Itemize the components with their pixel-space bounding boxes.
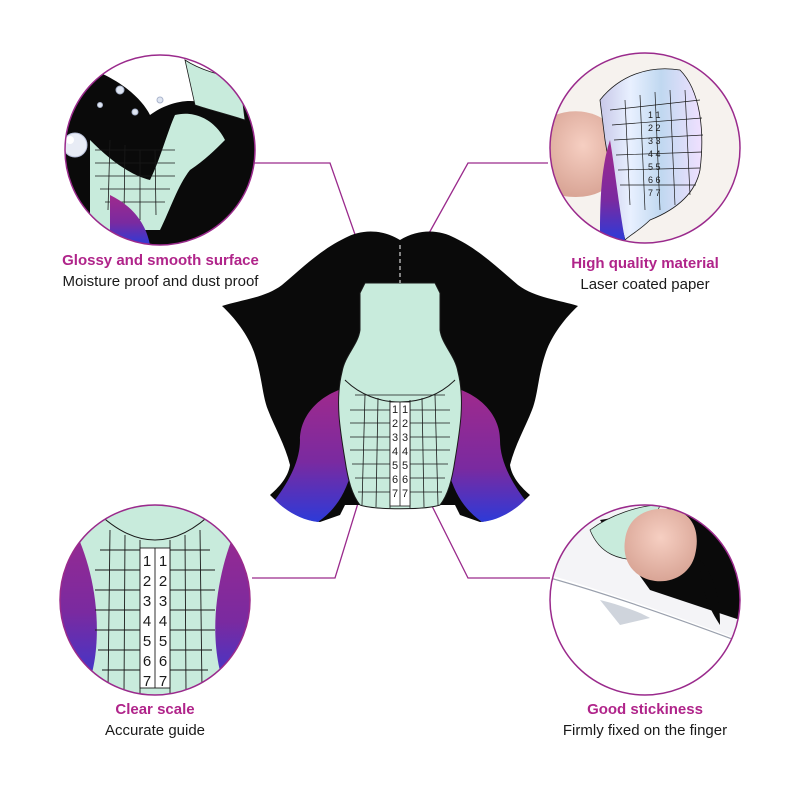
holo-strip-left — [275, 388, 355, 522]
scale-number: 2 — [402, 418, 408, 430]
scale-number: 1 — [143, 553, 151, 570]
scale-number: 4 — [159, 613, 167, 630]
holo-strip-right — [445, 388, 525, 522]
svg-text:2 2: 2 2 — [648, 123, 661, 133]
scale-number: 4 — [143, 613, 151, 630]
scale-number: 2 — [159, 573, 167, 590]
svg-text:1 1: 1 1 — [648, 110, 661, 120]
scale-number: 6 — [143, 653, 151, 670]
water-droplet-icon — [97, 102, 103, 108]
scale-number: 2 — [392, 418, 398, 430]
water-droplet-icon — [131, 108, 139, 116]
scale-number: 1 — [402, 404, 408, 416]
feature-desc-quality: Laser coated paper — [580, 276, 710, 293]
quality-detail-image: 1 1 2 2 3 3 4 4 5 5 6 6 7 7 — [549, 52, 741, 244]
finger-icon — [550, 111, 621, 197]
svg-text:4 4: 4 4 — [648, 149, 661, 159]
water-droplet-icon — [66, 136, 74, 144]
scale-number: 5 — [143, 633, 151, 650]
connector-sticky — [419, 481, 550, 579]
feature-desc-glossy: Moisture proof and dust proof — [62, 273, 259, 290]
scale-number: 6 — [402, 474, 408, 486]
scale-number: 3 — [143, 593, 151, 610]
connector-quality — [427, 162, 548, 236]
form-mint-center — [338, 282, 462, 510]
svg-text:3 3: 3 3 — [648, 136, 661, 146]
scale-number: 3 — [159, 593, 167, 610]
scale-number: 5 — [159, 633, 167, 650]
scale-number: 5 — [392, 460, 398, 472]
scale-number: 7 — [143, 673, 151, 690]
scale-number: 3 — [402, 432, 408, 444]
water-droplet-icon — [156, 96, 164, 104]
scale-number: 4 — [402, 446, 408, 458]
scale-number: 3 — [392, 432, 398, 444]
scale-number: 1 — [159, 553, 167, 570]
scale-number: 6 — [159, 653, 167, 670]
svg-text:7 7: 7 7 — [648, 188, 661, 198]
finger-icon — [624, 508, 697, 582]
feature-desc-sticky: Firmly fixed on the finger — [562, 722, 728, 739]
scale-number: 7 — [402, 488, 408, 500]
svg-text:5 5: 5 5 — [648, 162, 661, 172]
water-droplet-icon — [115, 85, 125, 95]
scale-number: 4 — [392, 446, 398, 458]
scale-number: 2 — [143, 573, 151, 590]
scale-number: 1 — [392, 404, 398, 416]
scale-number: 7 — [392, 488, 398, 500]
scale-grid-center — [350, 394, 450, 508]
feature-title-scale: Clear scale — [115, 701, 195, 718]
stickiness-detail-image — [549, 504, 741, 696]
scale-number: 6 — [392, 474, 398, 486]
feature-title-sticky: Good stickiness — [587, 701, 703, 718]
scale-number: 7 — [159, 673, 167, 690]
svg-text:6 6: 6 6 — [648, 175, 661, 185]
feature-desc-scale: Accurate guide — [104, 722, 206, 739]
glossy-detail-image — [64, 54, 256, 246]
feature-title-quality: High quality material — [571, 255, 719, 272]
feature-title-glossy: Glossy and smooth surface — [62, 252, 259, 269]
scale-number: 5 — [402, 460, 408, 472]
